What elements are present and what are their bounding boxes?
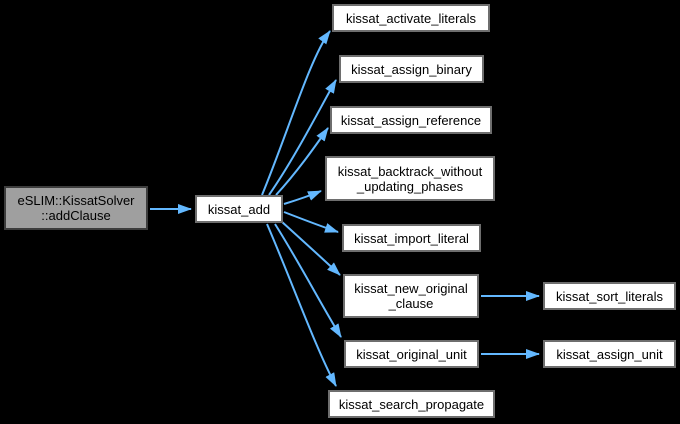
node-eslim-kissatsolver-addclause: eSLIM::KissatSolver ::addClause: [4, 186, 148, 230]
node-kissat-new-original-clause[interactable]: kissat_new_original _clause: [343, 274, 479, 318]
node-label: kissat_import_literal: [354, 230, 469, 246]
node-kissat-import-literal[interactable]: kissat_import_literal: [342, 224, 481, 252]
edge-kissat-add-to-assign-binary: [268, 79, 337, 196]
node-kissat-activate-literals[interactable]: kissat_activate_literals: [332, 4, 490, 32]
node-label: kissat_search_propagate: [338, 396, 485, 412]
edge-kissat-add-to-assign-reference: [275, 127, 329, 196]
edge-kissat-add-to-backtrack: [283, 190, 322, 205]
node-label: kissat_original_unit: [356, 346, 467, 362]
node-kissat-assign-reference[interactable]: kissat_assign_reference: [330, 106, 492, 134]
node-kissat-assign-unit[interactable]: kissat_assign_unit: [543, 340, 676, 368]
node-label: kissat_assign_unit: [556, 346, 663, 362]
node-kissat-sort-literals[interactable]: kissat_sort_literals: [543, 282, 676, 310]
edge-kissat-add-to-original-unit: [274, 223, 342, 338]
node-label: kissat_add: [207, 201, 271, 217]
node-kissat-search-propagate[interactable]: kissat_search_propagate: [328, 390, 495, 418]
edge-kissat-add-to-activate-literals: [261, 30, 331, 196]
edge-kissat-add-to-import-literal: [283, 211, 339, 233]
node-kissat-original-unit[interactable]: kissat_original_unit: [344, 340, 479, 368]
node-kissat-add[interactable]: kissat_add: [195, 195, 283, 223]
node-label: eSLIM::KissatSolver ::addClause: [17, 193, 135, 223]
node-label: kissat_sort_literals: [556, 288, 663, 304]
edge-kissat-add-to-search-propagate: [266, 223, 337, 387]
node-label: kissat_assign_binary: [351, 61, 472, 77]
node-label: kissat_new_original _clause: [354, 281, 468, 311]
node-label: kissat_assign_reference: [340, 112, 482, 128]
node-kissat-backtrack-without-updating-phases[interactable]: kissat_backtrack_without _updating_phase…: [325, 156, 495, 201]
edge-kissat-add-to-new-original-clause: [280, 220, 341, 276]
node-label: kissat_activate_literals: [345, 10, 477, 26]
node-kissat-assign-binary[interactable]: kissat_assign_binary: [339, 55, 484, 83]
node-label: kissat_backtrack_without _updating_phase…: [337, 163, 483, 194]
